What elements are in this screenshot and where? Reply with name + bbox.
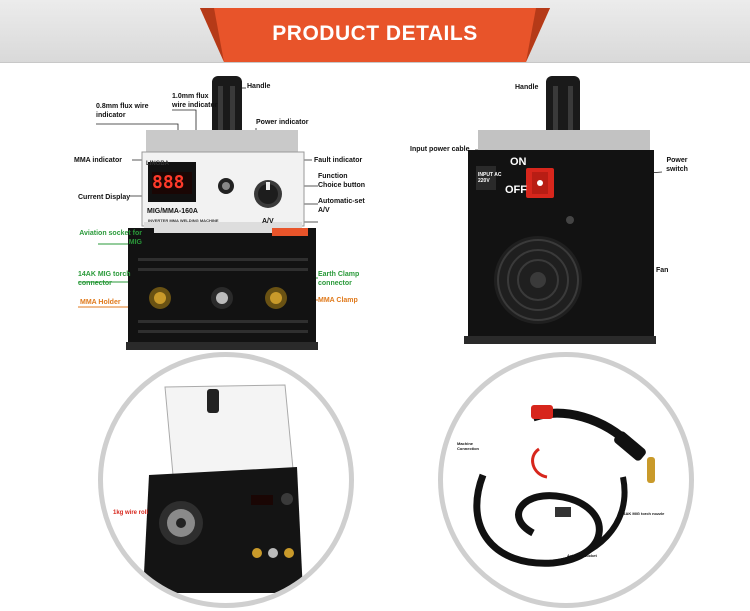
back-machine	[464, 76, 656, 344]
label-input-plate: INPUT AC 220V	[478, 172, 502, 184]
front-model: MIG/MMA-160A	[147, 208, 198, 215]
label-handle-back: Handle	[515, 84, 539, 91]
front-brand: LINGBA	[146, 161, 169, 167]
label-aviation-socket-cable: Aviation Socket	[567, 553, 597, 558]
label-current-display: Current Display	[78, 194, 131, 201]
label-flux-08: 0.8mm flux wire indicator	[96, 103, 149, 119]
label-mma-clamp: MMA Clamp	[318, 297, 358, 304]
label-aviation-socket: Aviation socket for MIG	[79, 230, 142, 246]
label-torch-nozzle: 14AK MIG torch nozzle	[621, 511, 665, 516]
label-av: A/V	[262, 218, 274, 225]
label-input-cable: Input power cable	[410, 146, 470, 153]
label-mma-indicator: MMA indicator	[74, 157, 122, 164]
current-display-digits: 888	[152, 172, 185, 193]
page-title: PRODUCT DETAILS	[272, 22, 478, 45]
label-fan: Fan	[656, 267, 669, 274]
label-earth-clamp: Earth Clamp connector	[318, 271, 360, 287]
product-details-banner: PRODUCT DETAILS	[200, 8, 550, 62]
label-automatic-set: Automatic-set A/V	[318, 198, 365, 214]
label-flux-10: 1.0mm flux wire indicator	[172, 93, 218, 109]
label-mig-torch: 14AK MIG torch connector	[78, 271, 131, 287]
label-fault-indicator: Fault indicator	[314, 157, 363, 164]
label-off: OFF	[505, 184, 527, 196]
label-mma-holder: MMA Holder	[80, 299, 121, 306]
label-machine-connection: Machine Connection	[457, 441, 479, 451]
label-function-choice: Function Choice button	[318, 173, 366, 189]
label-wire-roll: 1kg wire roll	[113, 510, 149, 516]
banner-shape	[200, 8, 550, 62]
front-machine	[126, 76, 318, 350]
inset-wire-roll: 1kg wire roll	[98, 352, 354, 608]
open-machine-illustration	[143, 384, 303, 593]
label-power-switch: Power switch	[666, 157, 688, 173]
front-subtitle: INVERTER MMA WELDING MACHINE	[148, 218, 219, 223]
label-power-indicator: Power indicator	[256, 119, 309, 126]
inset-mig-torch: Machine Connection 14AK MIG torch nozzle…	[438, 352, 694, 608]
label-on: ON	[510, 156, 527, 168]
mig-torch-illustration	[473, 405, 655, 567]
label-handle-front: Handle	[247, 83, 271, 90]
